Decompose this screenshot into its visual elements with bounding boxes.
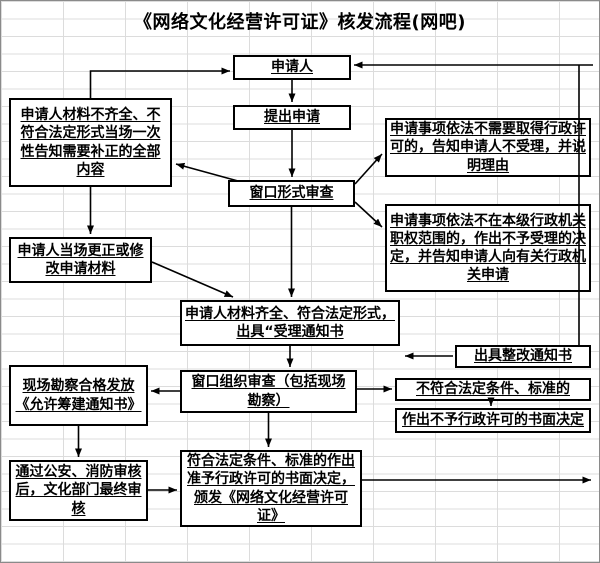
node-rectification: 出具整改通知书 xyxy=(455,345,591,368)
arrow-incomplete-to-applicant xyxy=(89,67,230,98)
node-correct: 申请人当场更正或修改申请材料 xyxy=(9,237,152,283)
node-final-review: 通过公安、消防审核后，文化部门最终审核 xyxy=(9,460,148,521)
node-incomplete: 申请人材料不齐全、不符合法定形式当场一次性告知需要补正的全部内容 xyxy=(9,98,172,187)
node-applicant: 申请人 xyxy=(233,55,351,80)
node-written-denial: 作出不予行政许可的书面决定 xyxy=(395,408,591,433)
arrow-correct-to-accepted xyxy=(151,261,234,298)
node-org-review: 窗口组织审查（包括现场勘察） xyxy=(180,370,357,413)
node-not-jurisdiction: 申请事项依法不在本级行政机关职权范围的，作出不予受理的决定，并告知申请人向有关行… xyxy=(385,204,591,292)
node-site-survey-pass: 现场勘察合格发放《允许筹建通知书》 xyxy=(9,365,148,426)
node-formal-review: 窗口形式审查 xyxy=(228,180,355,207)
node-not-meet: 不符合法定条件、标准的 xyxy=(395,378,591,401)
node-approve: 符合法定条件、标准的作出准予行政许可的书面决定，颁发《网络文化经营许可证》 xyxy=(180,450,362,527)
node-no-permit-needed: 申请事项依法不需要取得行政许可的，告知申请人不受理，并说明理由 xyxy=(385,118,591,177)
arrow-formal-review-to-no-permit xyxy=(354,153,383,185)
node-accepted: 申请人材料齐全、符合法定形式，出具“受理通知书 xyxy=(180,300,400,346)
arrow-formal-review-to-incomplete xyxy=(175,162,239,182)
arrow-formal-review-to-jurisdiction xyxy=(354,201,383,228)
page-title: 《网络文化经营许可证》核发流程(网吧) xyxy=(134,12,466,33)
node-submit: 提出申请 xyxy=(233,105,351,130)
